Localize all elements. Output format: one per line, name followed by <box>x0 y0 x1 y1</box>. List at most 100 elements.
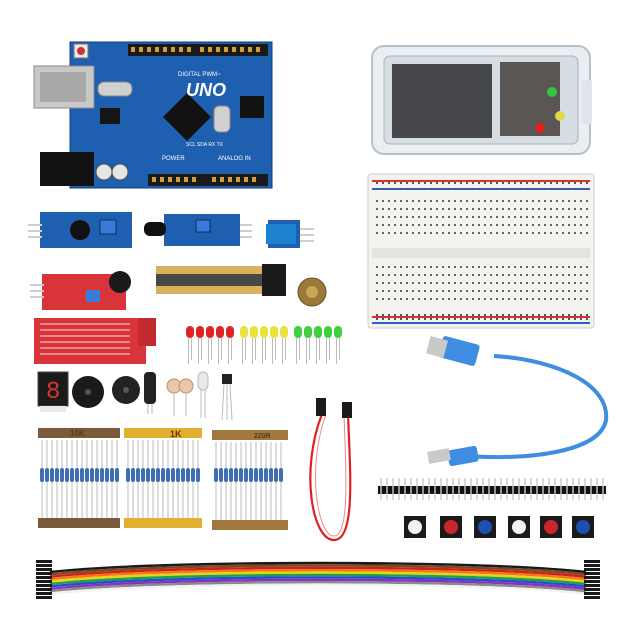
resistor <box>259 442 263 520</box>
resistor-bank-2: 1K <box>124 428 202 528</box>
board-analog-label: ANALOG IN <box>218 156 251 162</box>
potentiometer <box>297 277 327 307</box>
resistor <box>90 440 94 518</box>
resistor <box>214 442 218 520</box>
led <box>304 326 312 364</box>
water-level-sensor <box>34 318 156 364</box>
resistor <box>141 440 145 518</box>
resistor <box>50 440 54 518</box>
seven-segment-digit: 8 <box>46 379 60 406</box>
usb-cable <box>425 335 609 467</box>
resistor-bank-2-label: 1K <box>170 429 182 439</box>
resistor <box>85 440 89 518</box>
resistor <box>55 440 59 518</box>
resistor-set <box>214 442 283 520</box>
led <box>206 326 214 364</box>
resistor <box>249 442 253 520</box>
resistor-set <box>40 440 119 518</box>
passive-buzzer <box>112 376 140 404</box>
arduino-uno-board: UNO DIGITAL PWM~ POWER ANALOG IN SCL SDA… <box>33 41 273 189</box>
board-model-label: UNO <box>186 80 226 100</box>
led <box>314 326 322 364</box>
resistor <box>146 440 150 518</box>
ir-led <box>197 371 209 418</box>
resistor-bank-1-label: 10K <box>70 429 85 438</box>
resistor <box>156 440 160 518</box>
led <box>324 326 332 364</box>
led <box>196 326 204 364</box>
resistor <box>254 442 258 520</box>
board-power-label: POWER <box>162 156 185 162</box>
board-digital-label: DIGITAL PWM~ <box>178 72 221 78</box>
resistor <box>264 442 268 520</box>
resistor-bank-3: 220R <box>212 430 288 530</box>
dht11-sensor <box>266 220 314 248</box>
active-buzzer <box>72 376 104 408</box>
led <box>280 326 288 364</box>
component-box <box>371 45 592 155</box>
resistor <box>186 440 190 518</box>
sound-sensor-module <box>30 271 131 310</box>
resistor <box>80 440 84 518</box>
resistor <box>151 440 155 518</box>
resistor <box>115 440 119 518</box>
led <box>186 326 194 364</box>
resistor <box>70 440 74 518</box>
resistor <box>110 440 114 518</box>
resistor <box>224 442 228 520</box>
resistor <box>269 442 273 520</box>
resistor-bank-1: 10K <box>38 428 120 528</box>
resistor <box>60 440 64 518</box>
resistor <box>171 440 175 518</box>
led <box>334 326 342 364</box>
resistor <box>136 440 140 518</box>
resistor <box>131 440 135 518</box>
soil-moisture-sensor <box>156 264 286 296</box>
board-pin-label: SCL SDA RX TX <box>186 142 224 148</box>
resistor <box>196 440 200 518</box>
led-row <box>186 326 342 364</box>
led <box>260 326 268 364</box>
resistor <box>65 440 69 518</box>
resistor <box>45 440 49 518</box>
breadboard <box>367 173 595 329</box>
resistor <box>219 442 223 520</box>
jumper-wire-pair <box>309 398 352 542</box>
seven-segment-display: 8 <box>37 371 69 412</box>
resistor-set <box>126 440 200 518</box>
resistor <box>229 442 233 520</box>
resistor <box>176 440 180 518</box>
resistor <box>244 442 248 520</box>
led <box>270 326 278 364</box>
resistor-bank-3-label: 220R <box>254 433 271 440</box>
push-buttons <box>404 516 594 538</box>
resistor <box>274 442 278 520</box>
resistor <box>161 440 165 518</box>
transistor <box>221 374 233 421</box>
led <box>226 326 234 364</box>
led <box>294 326 302 364</box>
led <box>216 326 224 364</box>
resistor <box>279 442 283 520</box>
breadboard-holes <box>376 182 588 320</box>
resistor <box>239 442 243 520</box>
resistor <box>105 440 109 518</box>
resistor <box>75 440 79 518</box>
dupont-ribbon-cable <box>36 560 600 599</box>
resistor <box>100 440 104 518</box>
tilt-switch <box>144 372 156 414</box>
pin-header-strip <box>378 478 606 500</box>
led <box>240 326 248 364</box>
resistor <box>166 440 170 518</box>
photoresistor <box>166 378 194 416</box>
ir-sensor-module <box>28 212 132 248</box>
led <box>250 326 258 364</box>
resistor <box>95 440 99 518</box>
resistor <box>40 440 44 518</box>
resistor <box>181 440 185 518</box>
resistor <box>234 442 238 520</box>
resistor <box>191 440 195 518</box>
flame-sensor-module <box>144 214 252 246</box>
resistor <box>126 440 130 518</box>
